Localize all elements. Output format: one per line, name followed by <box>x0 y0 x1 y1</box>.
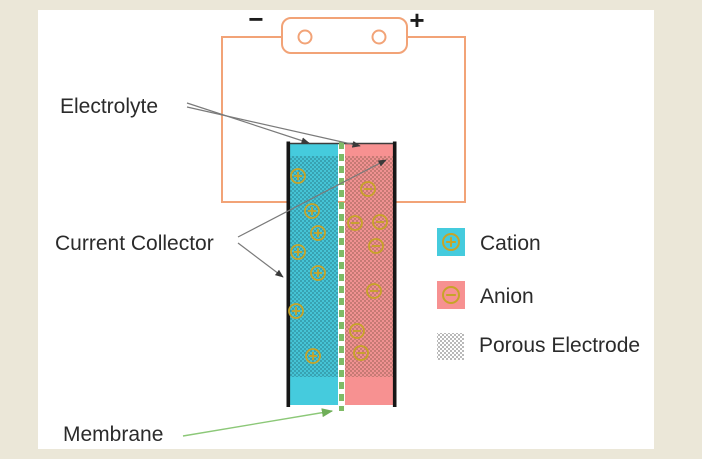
anion-symbol-icon <box>366 283 382 299</box>
electrolyte-arrow-right <box>186 106 361 148</box>
porous-electrode-legend-label: Porous Electrode <box>479 334 640 357</box>
circled-plus-icon <box>442 233 460 251</box>
legend-item-anion: Anion <box>437 281 534 309</box>
right-porous-electrode <box>345 156 393 377</box>
anion-symbol-icon <box>372 214 388 230</box>
annotations: Electrolyte Current Collector Membrane <box>55 95 387 446</box>
electrolyte-label: Electrolyte <box>60 95 158 118</box>
power-source-terminal-icon <box>297 29 313 45</box>
electrode-stack <box>286 141 397 411</box>
power-source-box <box>281 17 408 54</box>
anion-symbol-icon <box>368 238 384 254</box>
power-source-terminal-icon <box>371 29 387 45</box>
anion-legend-label: Anion <box>480 285 534 308</box>
current-collector-label: Current Collector <box>55 232 214 255</box>
cation-symbol-icon <box>304 203 320 219</box>
legend-item-porous-electrode: Porous Electrode <box>437 333 640 360</box>
ions-layer <box>288 168 388 364</box>
cation-symbol-icon <box>290 244 306 260</box>
anion-symbol-icon <box>347 215 363 231</box>
anion-symbol-icon <box>353 345 369 361</box>
current-collector-arrow-right <box>237 159 387 238</box>
cation-symbol-icon <box>290 168 306 184</box>
cation-symbol-icon <box>310 225 326 241</box>
membrane-label: Membrane <box>63 423 163 446</box>
cation-symbol-icon <box>305 348 321 364</box>
external-circuit: − + <box>221 4 466 203</box>
cation-symbol-icon <box>288 303 304 319</box>
positive-terminal-label: + <box>409 5 424 35</box>
legend: Cation Anion Porous Electrode <box>437 228 640 360</box>
cation-symbol-icon <box>310 265 326 281</box>
anion-symbol-icon <box>360 181 376 197</box>
anion-symbol-icon <box>349 323 365 339</box>
electrolyte-arrow-left <box>186 102 310 144</box>
legend-item-cation: Cation <box>437 228 541 256</box>
current-collector-arrow-left <box>237 242 284 278</box>
circled-minus-icon <box>442 286 460 304</box>
negative-terminal-label: − <box>248 4 263 34</box>
porous-electrode-swatch <box>437 333 464 360</box>
cation-legend-label: Cation <box>480 232 541 255</box>
membrane-arrow <box>182 408 334 437</box>
